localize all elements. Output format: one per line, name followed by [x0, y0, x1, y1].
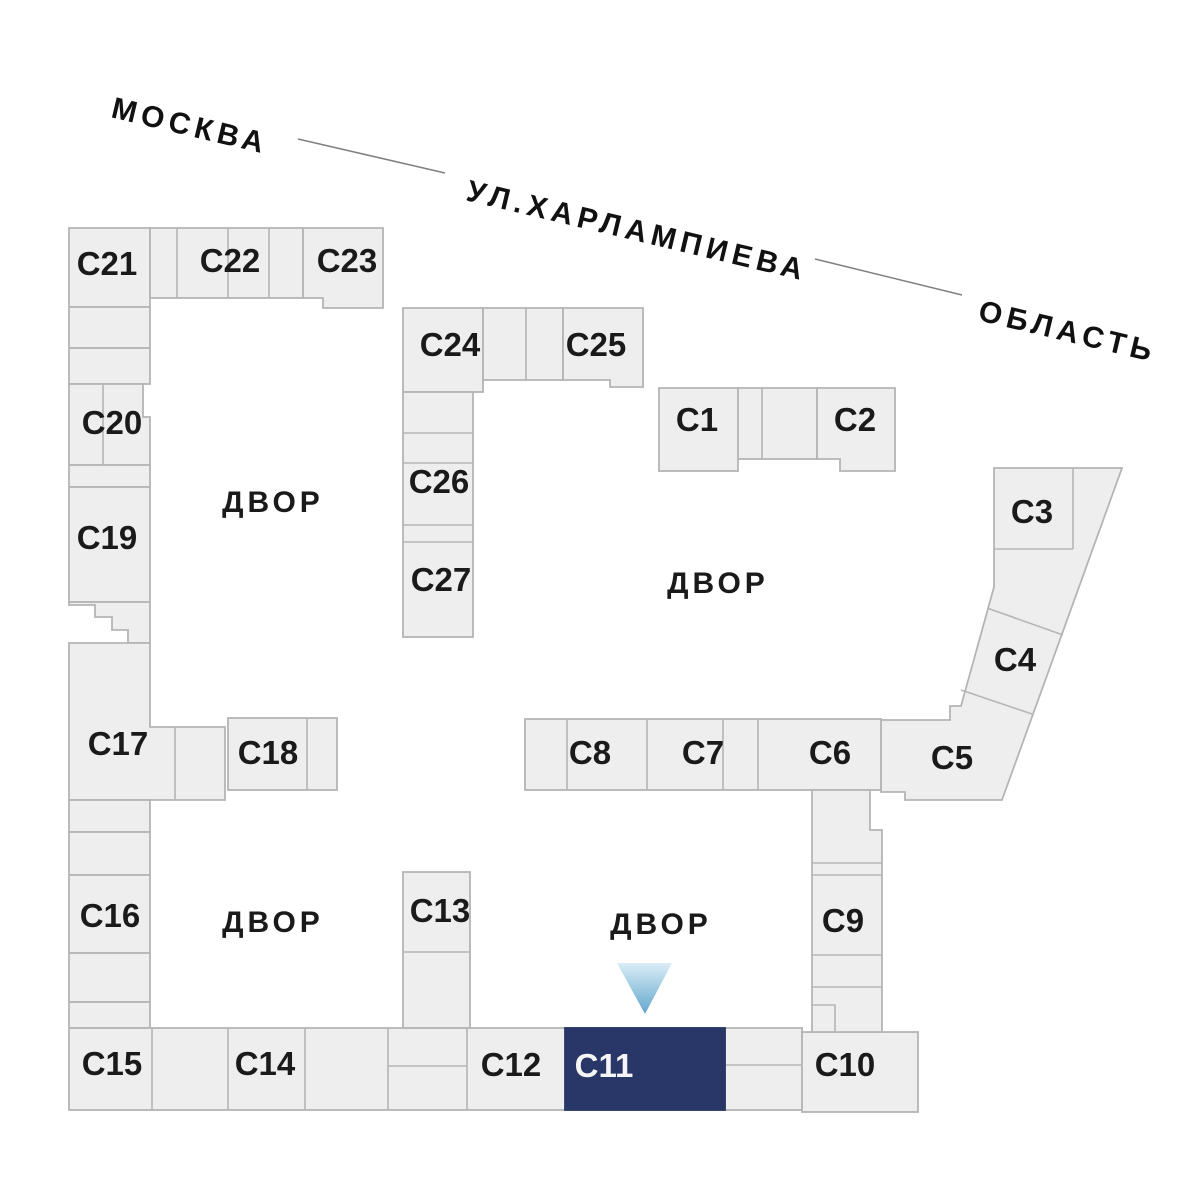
street-line [814, 258, 963, 296]
section-label-c5: С5 [931, 739, 973, 776]
section-label-c2: С2 [834, 401, 876, 438]
building-cell[interactable] [482, 307, 564, 381]
street-label-region: ОБЛАСТЬ [975, 295, 1160, 369]
section-label-c6: С6 [809, 734, 851, 771]
section-label-c4: С4 [994, 641, 1037, 678]
section-label-c13: С13 [410, 892, 471, 929]
section-label-c21: С21 [77, 245, 138, 282]
building-cell[interactable] [737, 387, 818, 460]
section-label-c17: С17 [88, 725, 149, 762]
section-label-c15: С15 [82, 1045, 143, 1082]
courtyard-label: ДВОР [222, 486, 324, 519]
building-cell[interactable] [68, 799, 151, 833]
building-cell[interactable] [68, 347, 151, 385]
street-line [297, 138, 446, 174]
street-label-name: УЛ.ХАРЛАМПИЕВА [463, 175, 811, 288]
section-label-c1: С1 [676, 401, 718, 438]
section-label-c9: С9 [822, 902, 864, 939]
building-c17[interactable] [68, 642, 226, 801]
building-divider [812, 1004, 836, 1032]
section-label-c3: С3 [1011, 493, 1053, 530]
building-c13[interactable] [402, 871, 471, 1029]
section-label-c24: С24 [420, 326, 481, 363]
building-c1[interactable] [658, 387, 739, 472]
selected-section-arrow [617, 963, 672, 1014]
building-c9[interactable] [811, 789, 883, 1033]
section-label-c19: С19 [77, 519, 138, 556]
building-c16[interactable] [68, 874, 151, 954]
building-c26-c27[interactable] [402, 391, 474, 638]
courtyard-label: ДВОР [667, 567, 769, 600]
building-c21[interactable] [68, 227, 151, 308]
building-cell[interactable] [68, 952, 151, 1003]
section-label-c16: С16 [80, 897, 141, 934]
courtyard-label: ДВОР [222, 906, 324, 939]
section-label-c23: С23 [317, 242, 378, 279]
section-label-c14: С14 [235, 1045, 296, 1082]
street-label-city: МОСКВА [108, 92, 271, 161]
section-label-c11: С11 [575, 1047, 634, 1084]
building-cell[interactable] [68, 306, 151, 349]
building-c19[interactable] [68, 486, 151, 603]
building-cell[interactable] [68, 1001, 151, 1029]
courtyard-label: ДВОР [610, 908, 712, 941]
section-label-c7: С7 [682, 734, 724, 771]
section-label-c25: С25 [566, 326, 627, 363]
section-label-c22: С22 [200, 242, 261, 279]
building-c10[interactable] [801, 1031, 919, 1113]
section-label-c20: С20 [82, 404, 143, 441]
section-label-c12: С12 [481, 1046, 542, 1083]
building-divider [960, 689, 1033, 715]
section-label-c8: С8 [569, 734, 611, 771]
building-c25[interactable] [562, 307, 644, 388]
building-divider [986, 607, 1064, 636]
building-cell[interactable] [68, 831, 151, 876]
building-c18[interactable] [227, 717, 338, 791]
building-c22[interactable] [149, 227, 304, 299]
section-label-c26: С26 [409, 463, 470, 500]
section-label-c10: С10 [815, 1046, 876, 1083]
building-c11-selected[interactable] [564, 1027, 726, 1111]
building-c2[interactable] [816, 387, 896, 472]
building-c23[interactable] [302, 227, 384, 309]
section-label-c27: С27 [411, 561, 472, 598]
building-stair-cell[interactable] [68, 601, 151, 644]
building-c3-c4-c5[interactable] [880, 467, 1124, 801]
section-label-c18: С18 [238, 734, 299, 771]
building-cell[interactable] [68, 464, 151, 488]
building-c8-c7-c6[interactable] [524, 718, 882, 791]
